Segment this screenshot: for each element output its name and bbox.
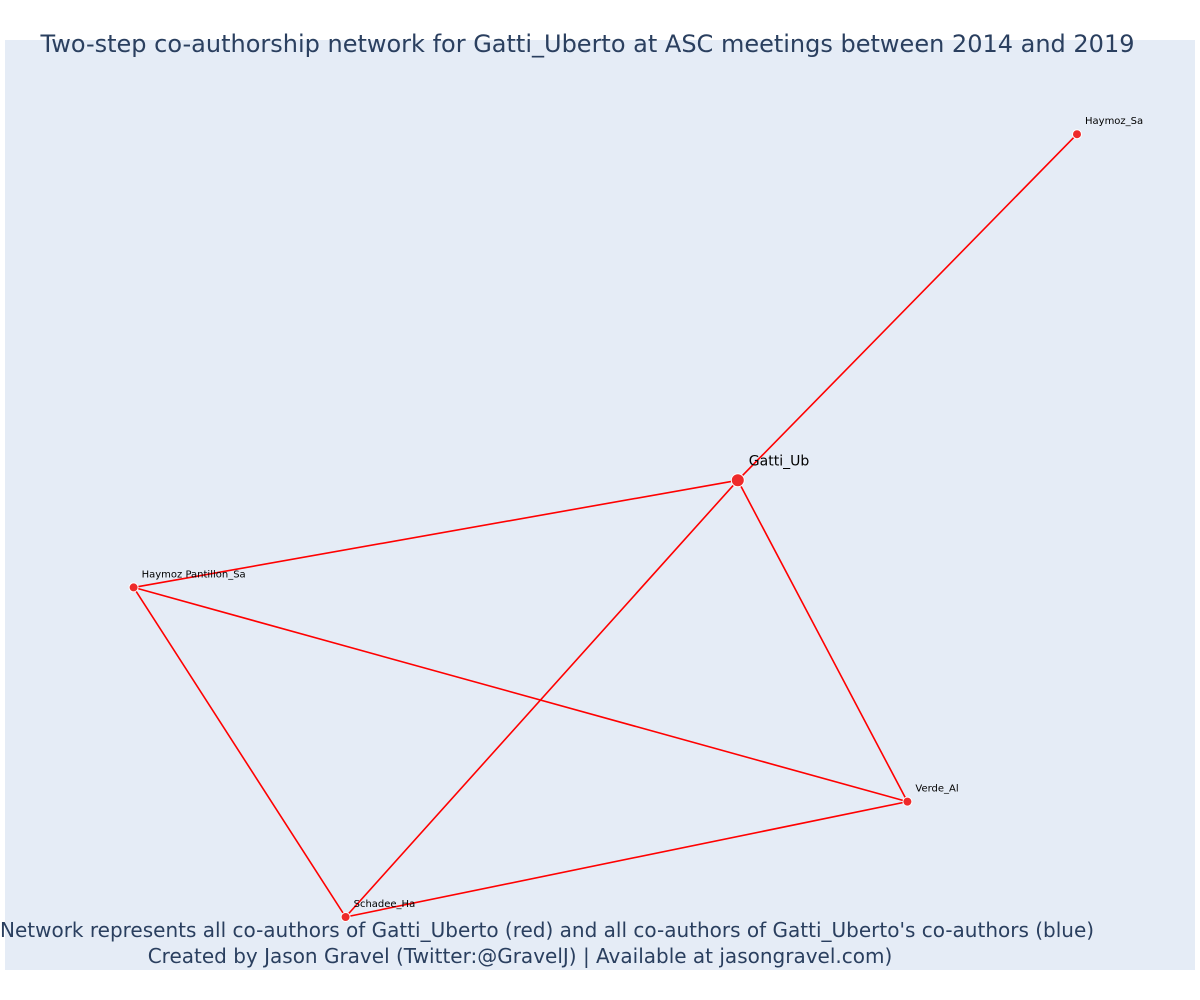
edge-gatti-ub-haymoz-pantillon-sa xyxy=(133,479,738,589)
chart-title: Two-step co-authorship network for Gatti… xyxy=(40,30,1135,58)
node-label-verde-al: Verde_Al xyxy=(915,784,958,795)
node-label-haymoz-pantillon-sa: Haymoz Pantillon_Sa xyxy=(142,569,246,580)
node-schadee-ha[interactable] xyxy=(340,912,351,922)
node-haymoz-sa[interactable] xyxy=(1072,129,1082,140)
edge-haymoz-pantillon-sa-verde-al xyxy=(133,586,908,803)
node-label-haymoz-sa: Haymoz_Sa xyxy=(1085,116,1143,127)
node-label-gatti-ub: Gatti_Ub xyxy=(749,453,810,469)
node-label-schadee-ha: Schadee_Ha xyxy=(354,899,416,910)
node-gatti-ub[interactable] xyxy=(730,473,745,488)
node-verde-al[interactable] xyxy=(902,796,913,807)
node-haymoz-pantillon-sa[interactable] xyxy=(128,582,139,593)
caption-line-1: Network represents all co-authors of Gat… xyxy=(0,918,1095,942)
edge-gatti-ub-verde-al xyxy=(737,479,909,803)
edge-gatti-ub-haymoz-sa xyxy=(737,133,1078,481)
edge-haymoz-pantillon-sa-schadee-ha xyxy=(132,586,347,918)
nodes-layer xyxy=(128,129,1082,922)
edge-schadee-ha-verde-al xyxy=(345,800,908,918)
caption-line-2: Created by Jason Gravel (Twitter:@Gravel… xyxy=(147,944,893,968)
edges-layer xyxy=(132,133,1078,918)
edge-gatti-ub-schadee-ha xyxy=(345,479,739,918)
